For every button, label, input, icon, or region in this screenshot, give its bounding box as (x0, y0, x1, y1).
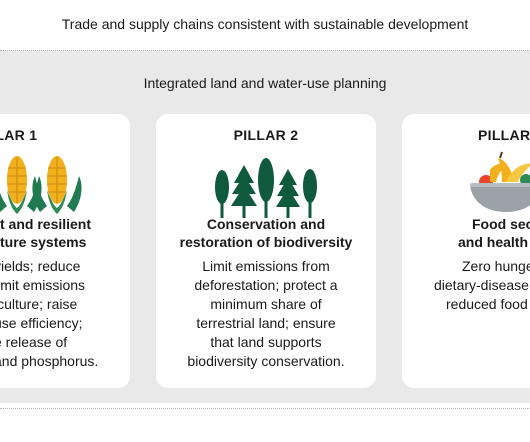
trees-icon (156, 150, 376, 222)
pillar-1-title: PILLAR 1 (0, 127, 38, 143)
pillar-2-desc-line: minimum share of (210, 296, 322, 312)
pillar-1-desc-line: and phosphorus. (0, 353, 99, 369)
pillar-2-desc-line: terrestrial land; ensure (196, 315, 336, 331)
bottom-divider (0, 408, 530, 410)
pillar-3-desc-line: Zero hunge (462, 258, 530, 274)
pillar-1-heading-line: ture systems (0, 234, 87, 250)
pillar-1-desc-line: iculture; raise (0, 296, 78, 312)
pillar-1-heading: t and resilient ture systems (0, 215, 130, 251)
pillar-3-description: Zero hunge dietary-disease reduced food (402, 257, 530, 314)
pillar-3-clip: PILLAR Food sec and health Zero hunge di… (402, 114, 530, 388)
pillar-1-description: yields; reduce limit emissions iculture;… (0, 257, 130, 371)
pillar-3-title: PILLAR (402, 127, 530, 143)
pillar-1-heading-line: t and resilient (0, 216, 92, 232)
pillar-3-card: PILLAR Food sec and health Zero hunge di… (402, 114, 530, 388)
corn-icon (0, 150, 130, 222)
pillar-2-desc-line: Limit emissions from (202, 258, 330, 274)
fruit-bowl-icon (402, 150, 530, 222)
pillar-2-description: Limit emissions from deforestation; prot… (156, 257, 376, 371)
pillar-3-desc-line: dietary-disease (434, 277, 529, 293)
pillar-3-heading-line: Food sec (472, 216, 530, 232)
pillar-2-title: PILLAR 2 (233, 127, 299, 143)
band-title: Integrated land and water-use planning (143, 75, 387, 91)
pillar-1-desc-line: e release of (0, 334, 68, 350)
pillar-3-heading: Food sec and health (402, 215, 530, 251)
pillar-2-desc-line: biodiversity conservation. (187, 353, 345, 369)
pillar-1-desc-line: limit emissions (0, 277, 86, 293)
pillar-2-heading: Conservation and restoration of biodiver… (156, 215, 376, 251)
pillar-2-desc-line: that land supports (210, 334, 322, 350)
pillar-1-clip: PILLAR 1 (0, 114, 135, 388)
pillar-3-label: PILLAR (478, 127, 530, 143)
pillar-2-desc-line: deforestation; protect a (194, 277, 338, 293)
pillar-1-desc-line: yields; reduce (0, 258, 81, 274)
pillar-3-desc-line: reduced food (446, 296, 528, 312)
pillar-1-desc-line: use efficiency; (0, 315, 83, 331)
pillar-2-heading-line: restoration of biodiversity (179, 234, 353, 250)
pillar-2-heading-line: Conservation and (206, 216, 326, 232)
top-band (0, 0, 530, 51)
pillar-1-card: PILLAR 1 (0, 114, 130, 388)
header-title: Trade and supply chains consistent with … (61, 16, 469, 32)
pillar-3-heading-line: and health (458, 234, 529, 250)
pillar-2-card: PILLAR 2 (156, 114, 376, 388)
